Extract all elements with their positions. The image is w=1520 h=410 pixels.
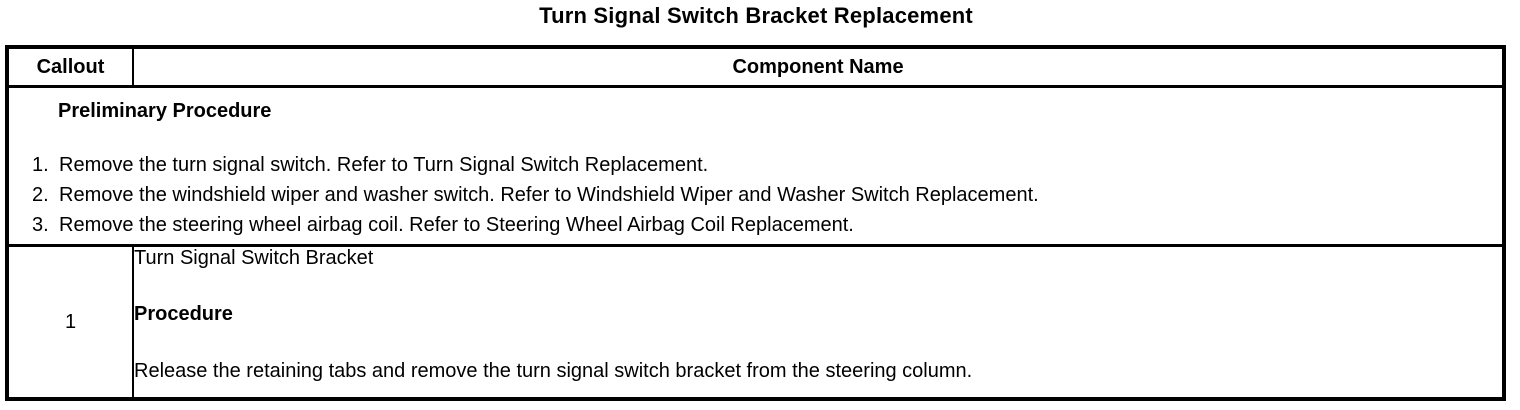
component-name: Turn Signal Switch Bracket — [134, 247, 374, 269]
preliminary-procedure-cell: Preliminary Procedure 1. Remove the turn … — [7, 86, 1504, 247]
table-row: 1 Turn Signal Switch Bracket Procedure R… — [7, 245, 1504, 400]
component-cell: Turn Signal Switch Bracket Procedure Rel… — [133, 246, 1504, 400]
step-number: 2. — [32, 184, 49, 206]
column-header-callout: Callout — [7, 47, 134, 88]
preliminary-procedure-heading: Preliminary Procedure — [58, 100, 272, 122]
step-text: Remove the windshield wiper and washer s… — [59, 184, 1039, 206]
step-number: 1. — [32, 154, 49, 176]
step-number: 3. — [32, 214, 49, 236]
step-text: Remove the steering wheel airbag coil. R… — [59, 214, 854, 236]
column-header-component-name: Component Name — [133, 47, 1504, 88]
callout-value: 1 — [7, 245, 134, 399]
table-header-row: Callout Component Name — [7, 47, 1504, 88]
procedure-heading: Procedure — [134, 303, 233, 325]
list-item: 1. Remove the turn signal switch. Refer t… — [9, 150, 1502, 180]
list-item: 3. Remove the steering wheel airbag coil.… — [9, 210, 1502, 240]
component-table: Callout Component Name Preliminary Proce… — [5, 45, 1506, 401]
list-item: 2. Remove the windshield wiper and washer… — [9, 180, 1502, 210]
page-title: Turn Signal Switch Bracket Replacement — [539, 3, 973, 28]
procedure-text: Release the retaining tabs and remove th… — [134, 360, 973, 382]
step-text: Remove the turn signal switch. Refer to … — [59, 154, 709, 176]
preliminary-procedure-row: Preliminary Procedure 1. Remove the turn … — [7, 86, 1504, 247]
preliminary-steps-list: 1. Remove the turn signal switch. Refer t… — [9, 150, 1502, 240]
